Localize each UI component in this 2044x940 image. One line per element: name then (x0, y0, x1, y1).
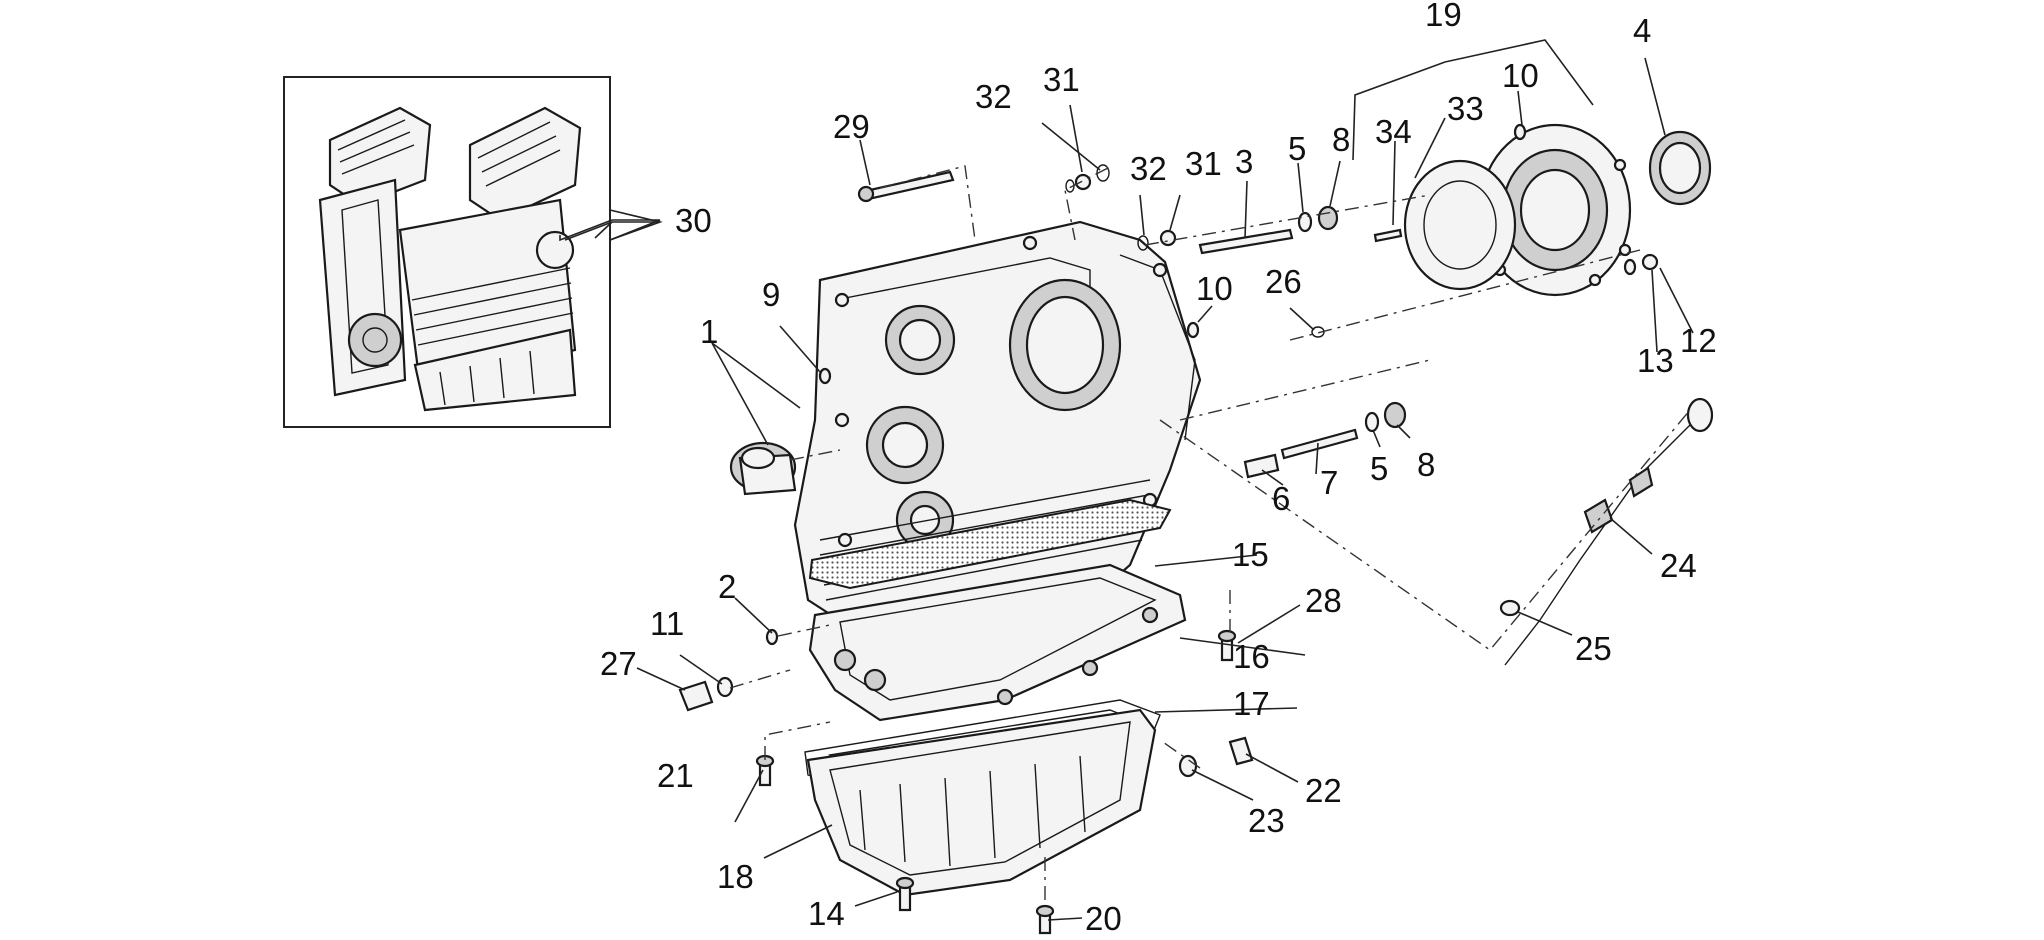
label-20: 20 (1085, 900, 1122, 937)
label-13: 13 (1637, 342, 1674, 379)
label-3: 3 (1235, 143, 1253, 180)
engine-inset (283, 76, 611, 428)
label-19: 19 (1425, 0, 1462, 33)
label-12: 12 (1680, 322, 1717, 359)
label-28: 28 (1305, 582, 1342, 619)
label-31-mid: 31 (1185, 145, 1222, 182)
label-5-top: 5 (1288, 130, 1306, 167)
o-ring-25 (1499, 599, 1521, 617)
label-25: 25 (1575, 630, 1612, 667)
label-10-mid: 10 (1196, 270, 1233, 307)
leader-lines (559, 39, 1694, 921)
label-32-mid: 32 (1130, 150, 1167, 187)
cap-1 (729, 441, 797, 496)
label-4: 4 (1633, 12, 1651, 49)
label-29: 29 (833, 108, 870, 145)
label-24: 24 (1660, 547, 1697, 584)
gasket-15 (808, 498, 1172, 590)
sump-spacer-16 (808, 563, 1187, 722)
label-22: 22 (1305, 772, 1342, 809)
leader-30 (609, 209, 663, 241)
label-16: 16 (1233, 638, 1270, 675)
oil-seal-4 (1648, 130, 1712, 206)
reference-numbers: 1 2 3 4 5 5 6 7 8 8 9 10 10 11 12 13 14 … (600, 0, 1717, 937)
label-14: 14 (808, 895, 845, 932)
gasket-33 (1403, 159, 1517, 291)
label-30: 30 (675, 202, 712, 239)
oil-sump-18 (806, 708, 1157, 897)
label-21: 21 (657, 757, 694, 794)
label-9: 9 (762, 276, 780, 313)
label-11: 11 (650, 605, 684, 642)
assembly-axes (729, 165, 1691, 900)
label-2: 2 (718, 568, 736, 605)
label-31-top: 31 (1043, 61, 1080, 98)
label-27: 27 (600, 645, 637, 682)
label-33: 33 (1447, 90, 1484, 127)
dipstick-24 (1504, 397, 1714, 666)
engine-assembly-illustration (318, 106, 582, 412)
label-23: 23 (1248, 802, 1285, 839)
label-26: 26 (1265, 263, 1302, 300)
label-15: 15 (1232, 536, 1269, 573)
label-8-top: 8 (1332, 121, 1350, 158)
label-18: 18 (717, 858, 754, 895)
label-7: 7 (1320, 464, 1338, 501)
label-10-top: 10 (1502, 57, 1539, 94)
label-32-top: 32 (975, 78, 1012, 115)
label-8-bottom: 8 (1417, 446, 1435, 483)
label-5-bottom: 5 (1370, 450, 1388, 487)
label-17: 17 (1233, 685, 1270, 722)
label-6: 6 (1272, 480, 1290, 517)
label-1: 1 (700, 313, 718, 350)
label-34: 34 (1375, 113, 1412, 150)
small-hardware (678, 123, 1659, 935)
